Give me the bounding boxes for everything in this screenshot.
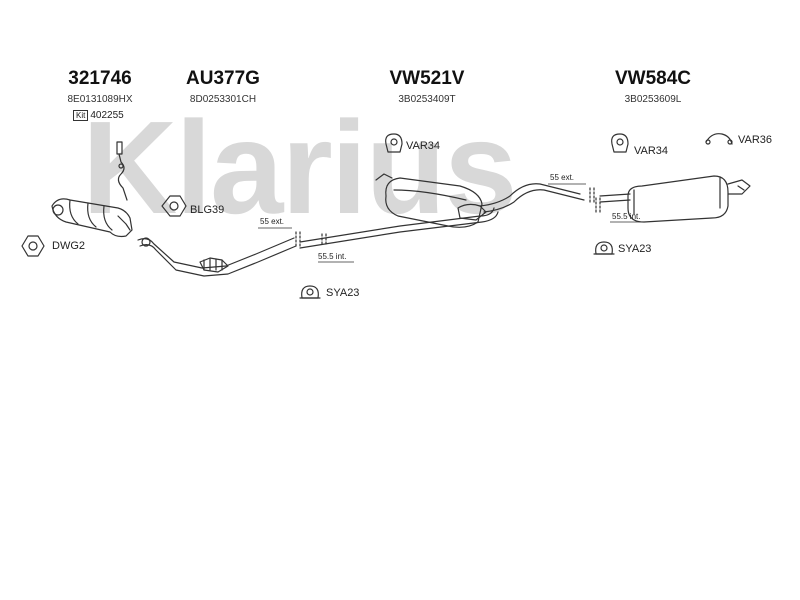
- dimension-int-b: 55.5 int.: [612, 212, 641, 221]
- oem-number-1: 8E0131089HX: [67, 94, 133, 105]
- kit-badge: Kit: [73, 110, 89, 121]
- catalytic-converter-icon: [51, 198, 133, 238]
- var34-clamp-a-icon: [385, 133, 403, 153]
- oem-number-3: 3B0253409T: [398, 94, 456, 105]
- part-number-3[interactable]: VW521V: [389, 68, 465, 89]
- intermediate-pipe-icon: [299, 207, 499, 249]
- sya23-label-b[interactable]: SYA23: [618, 243, 652, 255]
- front-pipe-icon: [137, 237, 297, 277]
- kit-number: 402255: [90, 110, 124, 121]
- dimension-int-a: 55.5 int.: [318, 252, 347, 261]
- var36-hanger-icon: [705, 133, 733, 145]
- part-number-4[interactable]: VW584C: [614, 68, 692, 89]
- sya23-mount-b-icon: [593, 241, 615, 255]
- oem-number-2: 8D0253301CH: [189, 94, 257, 105]
- brand-watermark: Klarius: [82, 94, 517, 241]
- rear-silencer-icon: [599, 175, 751, 223]
- var34-label-a[interactable]: VAR34: [406, 140, 441, 152]
- centre-silencer-icon: [375, 173, 585, 228]
- oem-number-4: 3B0253609L: [624, 94, 682, 105]
- part-number-2[interactable]: AU377G: [186, 68, 260, 89]
- dimension-ext-b: 55 ext.: [550, 173, 575, 182]
- blg39-gasket-icon: [161, 195, 187, 217]
- var36-label[interactable]: VAR36: [738, 134, 773, 146]
- sya23-label-a[interactable]: SYA23: [326, 287, 360, 299]
- part-number-1[interactable]: 321746: [68, 68, 132, 89]
- dwg2-label[interactable]: DWG2: [52, 240, 85, 252]
- var34-clamp-b-icon: [611, 133, 629, 153]
- sya23-mount-a-icon: [299, 285, 321, 299]
- lambda-sensor-icon: [116, 141, 128, 201]
- var34-label-b[interactable]: VAR34: [634, 145, 669, 157]
- dimension-ext-a: 55 ext.: [260, 217, 285, 226]
- blg39-label[interactable]: BLG39: [190, 204, 225, 216]
- dwg2-gasket-icon: [21, 235, 45, 257]
